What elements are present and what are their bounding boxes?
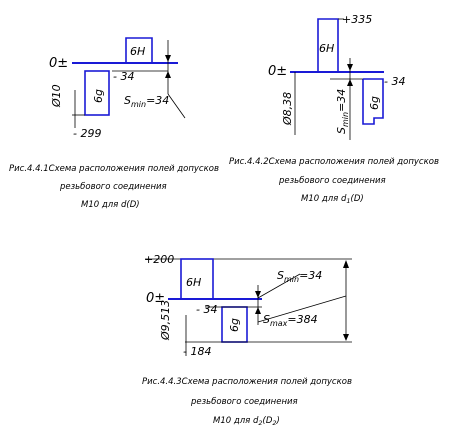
caption-3-line2: резьбового соединения (190, 397, 298, 407)
field-6g-label: 6g (228, 318, 241, 332)
field-6g-label-text: 6g (92, 89, 105, 103)
field-6g (362, 78, 384, 125)
field-6h (180, 258, 214, 300)
dev-m299: - 299 (73, 127, 101, 140)
caption-1-line3: М10 для d(D) (81, 200, 140, 210)
smax-label: Smax=384 (263, 313, 318, 328)
field-6h (317, 18, 339, 72)
caption-1-line2: резьбового соединения (59, 182, 167, 192)
field-6g-label: 6g (368, 96, 381, 110)
dev-m184: - 184 (183, 345, 211, 358)
caption-1-line1: Рис.4.4.1Схема расположения полей допуск… (9, 164, 219, 174)
dev-m34: - 34 (384, 75, 405, 88)
caption-3-line3: М10 для d2(D2) (213, 416, 280, 427)
smin-label: Smin=34 (277, 269, 322, 284)
dev-m34: - 34 (196, 303, 217, 316)
smin-label: Smin=34 (335, 89, 350, 134)
field-6h (125, 37, 153, 63)
field-6g (84, 70, 110, 116)
caption-2-line2: резьбового соединения (278, 176, 386, 186)
zero-label: 0± (268, 64, 287, 79)
zero-label: 0± (49, 56, 68, 71)
side-label: Ø8,38 (281, 92, 294, 126)
dev-p200: +200 (144, 253, 174, 266)
dev-p335: +335 (342, 13, 372, 26)
field-6h-label: 6H (319, 42, 334, 55)
dev-m34: - 34 (113, 70, 134, 83)
diagram-1: 0± 6H 6g - 34 - 299 Ø10 Smin=34 Рис.4.4.… (9, 37, 219, 210)
diagram-2: 0± 6H +335 6g - 34 Smin=34 Ø8,38 Рис.4.4… (229, 13, 439, 205)
caption-2-line1: Рис.4.4.2Схема расположения полей допуск… (229, 157, 439, 167)
field-6h-label: 6H (186, 276, 201, 289)
side-label: Ø10 (50, 84, 63, 108)
zero-label: 0± (146, 291, 165, 306)
caption-2-line3: М10 для d1(D) (301, 194, 364, 205)
caption-3-line1: Рис.4.4.3Схема расположения полей допуск… (142, 377, 352, 387)
side-label: Ø9,513 (159, 300, 172, 341)
diagram-3: 0± +200 6H 6g - 34 - 184 Ø9,513 Smin=34 … (142, 253, 352, 427)
field-6h-label: 6H (130, 45, 145, 58)
smin-label: Smin=34 (124, 94, 169, 109)
